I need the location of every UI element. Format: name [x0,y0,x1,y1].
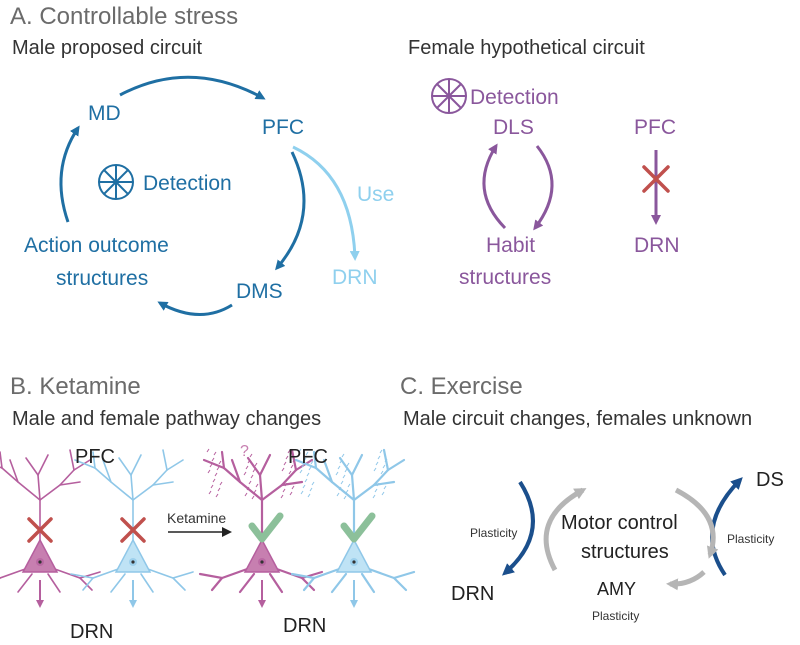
drn-label-after: DRN [283,615,327,637]
action-outcome-label-1: Action outcome [24,234,169,257]
panel-b-title: B. Ketamine [10,373,141,400]
detection-label: Detection [143,172,232,195]
panel-c-subtitle: Male circuit changes, females unknown [403,408,753,430]
wheel-icon-female [431,78,467,114]
wheel-icon [98,164,134,200]
habit-label-1: Habit [486,234,536,257]
neuron-icon-male-after [198,448,324,608]
action-outcome-label-2: structures [56,267,149,290]
panel-c-title: C. Exercise [400,373,523,400]
male-circuit-arrows [59,75,306,316]
cross-icon-female [120,517,146,543]
node-drn-female: DRN [634,234,680,257]
neuron-icon-female-before [70,449,194,608]
arrow-plasticity-right [710,477,743,577]
motor-control-label-2: structures [581,541,669,563]
male-subtitle: Male proposed circuit [12,37,203,59]
cross-icon [642,165,670,193]
arrow-grey-lower [666,570,706,591]
check-icon-male [248,512,284,543]
motor-control-label-1: Motor control [561,512,678,534]
panel-a-title: A. Controllable stress [10,3,239,30]
arrow-action-to-md [59,125,80,223]
panel-b-subtitle: Male and female pathway changes [12,408,322,430]
female-subtitle: Female hypothetical circuit [408,37,645,59]
node-md: MD [88,102,121,125]
arrow-dms-to-action [157,301,233,316]
habit-label-2: structures [459,266,552,289]
arrow-pfc-to-dms [275,151,306,271]
node-ds: DS [756,469,784,491]
arrow-grey-upper-right [674,487,719,559]
female-detection-label: Detection [470,86,559,109]
arrow-dls-to-habit [533,145,554,231]
arrow-grey-upper-left [543,487,587,572]
neuron-icon-male-before [0,449,101,608]
arrow-md-to-pfc [119,75,266,100]
node-pfc: PFC [262,116,304,139]
cross-icon-male [27,517,53,543]
pfc-label-after: PFC [288,446,328,468]
node-pfc-female: PFC [634,116,676,139]
neuron-icon-female-after [290,448,416,608]
node-amy: AMY [597,579,637,599]
arrow-plasticity-left [501,480,535,576]
neuron-group [0,448,416,608]
ketamine-label: Ketamine [167,510,227,526]
use-label: Use [357,183,395,206]
node-drn-exercise: DRN [451,583,495,605]
check-icon-female [340,512,376,543]
node-dms: DMS [236,280,283,303]
node-dls: DLS [493,116,534,139]
plasticity-label-right: Plasticity [727,532,775,546]
female-circuit-arrows [482,143,661,231]
drn-label-before: DRN [70,621,114,643]
plasticity-label-bottom: Plasticity [592,609,640,623]
arrow-pfc-to-drn-use [292,145,360,261]
arrow-habit-to-dls [482,143,507,230]
node-drn-light: DRN [332,266,378,289]
plasticity-label-left: Plasticity [470,526,518,540]
pfc-label-before: PFC [75,446,115,468]
question-mark: ? [240,443,249,460]
